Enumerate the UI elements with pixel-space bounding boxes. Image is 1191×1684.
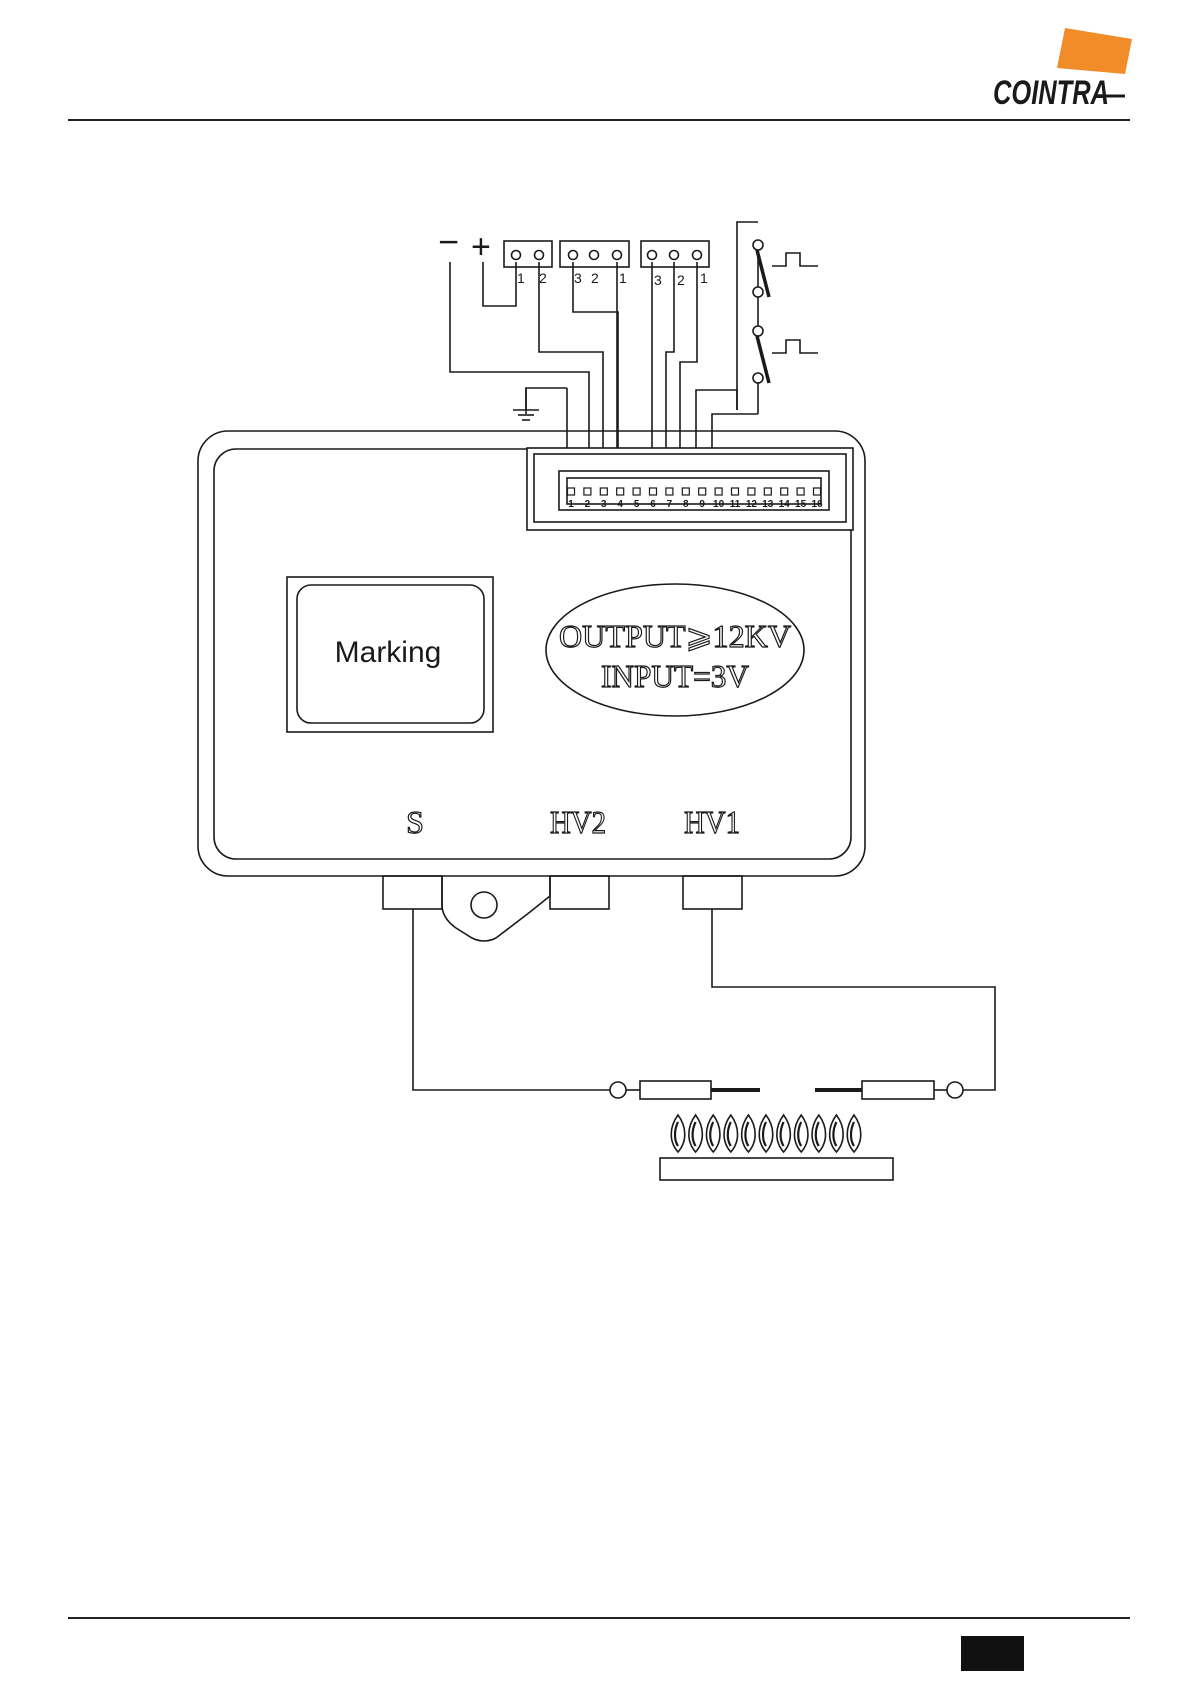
pin-6-label: 6 — [650, 499, 656, 510]
switch-2-top-contact — [753, 326, 763, 336]
flame-6 — [759, 1115, 773, 1152]
output-connector-b-pin-3: 3 — [654, 272, 662, 288]
pin-2-label: 2 — [585, 499, 591, 510]
pin-11-contact — [732, 488, 739, 495]
flame-1-core — [675, 1122, 678, 1146]
switch-stack — [737, 222, 818, 414]
pin-4-contact — [617, 488, 624, 495]
pin-13-label: 13 — [762, 499, 774, 510]
flame-5 — [742, 1115, 756, 1152]
flame-10-core — [833, 1122, 836, 1146]
pin-7-label: 7 — [667, 499, 673, 510]
flame-11-core — [851, 1122, 854, 1146]
marking-label: Marking — [335, 636, 442, 669]
flame-7-core — [781, 1122, 784, 1146]
pin-16-contact — [814, 488, 821, 495]
mounting-hole — [471, 892, 497, 918]
burner-flames — [671, 1115, 861, 1152]
port-label-hv1: HV1 — [684, 804, 740, 840]
pin-15-label: 15 — [795, 499, 807, 510]
pin-13-contact — [764, 488, 771, 495]
switch-1-pulse — [772, 253, 818, 266]
footer-rule — [68, 1617, 1130, 1619]
pin-8-contact — [682, 488, 689, 495]
flame-4 — [724, 1115, 738, 1152]
flame-5-core — [745, 1122, 748, 1146]
hv-leads — [413, 909, 995, 1099]
switch-2-bottom-contact — [753, 373, 763, 383]
pin-6-contact — [650, 488, 657, 495]
pin-14-contact — [781, 488, 788, 495]
page-number-box — [961, 1636, 1024, 1671]
burner-bar — [660, 1158, 893, 1180]
flame-1 — [671, 1115, 685, 1152]
spark-electrode — [862, 1081, 934, 1099]
pin-4-label: 4 — [617, 499, 623, 510]
flame-3 — [706, 1115, 720, 1152]
power-minus-symbol: − — [438, 221, 459, 262]
pin-9-contact — [699, 488, 706, 495]
pin-2-contact — [584, 488, 591, 495]
flame-4-core — [728, 1122, 731, 1146]
sense-electrode-connector — [610, 1082, 626, 1098]
switch-1-bottom-contact — [753, 287, 763, 297]
output-connector-a-pin-1: 1 — [619, 270, 627, 286]
pin-12-contact — [748, 488, 755, 495]
burner — [660, 1115, 893, 1180]
pin-15-contact — [797, 488, 804, 495]
pin-12-label: 12 — [746, 499, 758, 510]
output-connector-a: 3 2 1 — [560, 241, 629, 286]
flame-2 — [689, 1115, 703, 1152]
power-plus-symbol: + — [471, 228, 491, 266]
power-connector-pin-2: 2 — [539, 270, 547, 286]
port-s-terminal — [383, 876, 442, 909]
pin-10-contact — [715, 488, 722, 495]
input-rating: INPUT=3V — [601, 658, 749, 694]
power-connector-pin-1: 1 — [517, 270, 525, 286]
flame-11 — [847, 1115, 861, 1152]
flame-7 — [777, 1115, 791, 1152]
output-connector-b-pin-1: 1 — [700, 270, 708, 286]
pin-9-label: 9 — [699, 499, 705, 510]
pin-16-label: 16 — [811, 499, 823, 510]
flame-6-core — [763, 1122, 766, 1146]
sense-electrode — [640, 1081, 711, 1099]
pin-3-label: 3 — [601, 499, 607, 510]
pin-7-contact — [666, 488, 673, 495]
flame-8 — [794, 1115, 808, 1152]
output-rating: OUTPUT⩾12KV — [559, 618, 791, 654]
flame-3-core — [710, 1122, 713, 1146]
output-connector-a-pin-2: 2 — [591, 270, 599, 286]
port-hv2-terminal — [550, 876, 609, 909]
pin-5-contact — [633, 488, 640, 495]
pin-14-label: 14 — [779, 499, 791, 510]
switch-1-top-contact — [753, 240, 763, 250]
pin-10-label: 10 — [713, 499, 725, 510]
pin-11-label: 11 — [730, 499, 741, 510]
port-label-hv2: HV2 — [550, 804, 606, 840]
flame-9 — [812, 1115, 826, 1152]
ground-icon — [513, 388, 539, 420]
flame-8-core — [798, 1122, 801, 1146]
spark-electrode-connector — [947, 1082, 963, 1098]
output-connector-a-pin-3: 3 — [574, 270, 582, 286]
flame-9-core — [816, 1122, 819, 1146]
flame-2-core — [693, 1122, 696, 1146]
pin-5-label: 5 — [634, 499, 640, 510]
pin-8-label: 8 — [683, 499, 689, 510]
pin-3-contact — [600, 488, 607, 495]
output-connector-b-pin-2: 2 — [677, 272, 685, 288]
pin-1-label: 1 — [568, 499, 574, 510]
switch-2-pulse — [772, 340, 818, 353]
power-connector: 1 2 — [504, 241, 552, 286]
pin-1-contact — [568, 488, 575, 495]
port-hv1-terminal — [683, 876, 742, 909]
flame-10 — [830, 1115, 844, 1152]
port-label-s: S — [406, 804, 424, 840]
